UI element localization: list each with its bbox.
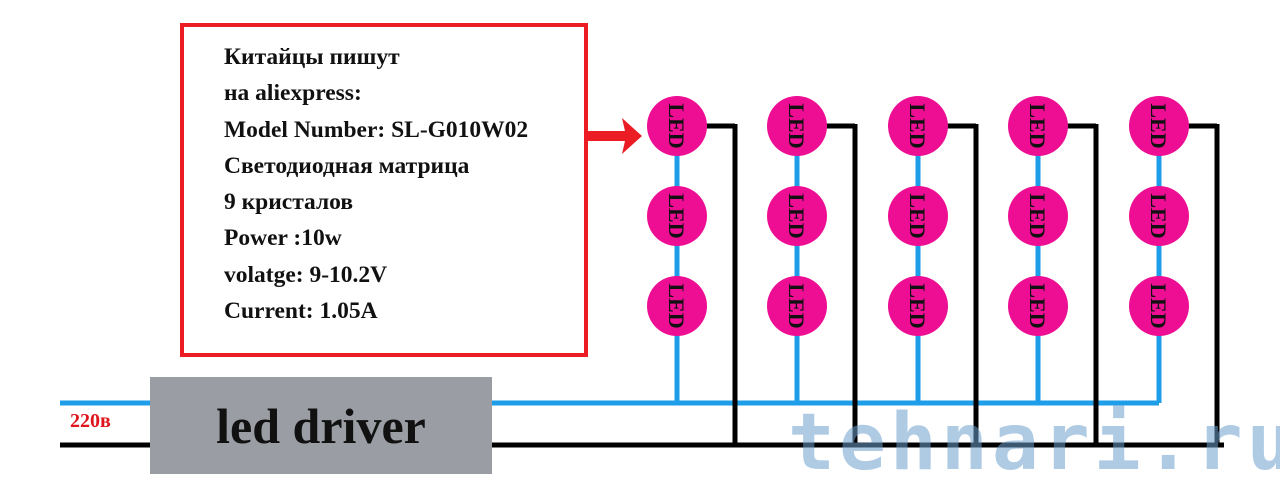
led: LED (1129, 186, 1189, 246)
led: LED (1008, 276, 1068, 336)
led-circle (1008, 276, 1068, 336)
led: LED (647, 96, 707, 156)
led-circle (888, 276, 948, 336)
spec-line: Светодиодная матрица (224, 152, 470, 179)
led: LED (767, 96, 827, 156)
led-circle (1129, 186, 1189, 246)
led-circle (647, 276, 707, 336)
led-label: LED (664, 103, 689, 148)
spec-line: на aliexpress: (224, 80, 362, 107)
led-label: LED (664, 193, 689, 238)
led: LED (1129, 96, 1189, 156)
led-label: LED (905, 103, 930, 148)
led-circle (647, 186, 707, 246)
led-circle (1008, 96, 1068, 156)
spec-line: Китайцы пишут (224, 44, 400, 70)
led-circle (767, 276, 827, 336)
spec-line: Current: 1.05A (224, 298, 378, 325)
spec-line: Power :10w (224, 225, 342, 252)
led-label: LED (905, 283, 930, 328)
led-label: LED (905, 193, 930, 238)
spec-line: volatge: 9-10.2V (224, 261, 388, 288)
led-driver-box: led driver (150, 377, 492, 474)
led-circle (647, 96, 707, 156)
led-circle (888, 186, 948, 246)
led-label: LED (1146, 283, 1171, 328)
led-label: LED (1025, 283, 1050, 328)
led-label: LED (1146, 193, 1171, 238)
led: LED (767, 186, 827, 246)
led: LED (888, 96, 948, 156)
spec-line: 9 кристалов (224, 189, 354, 216)
led-driver-label: led driver (216, 397, 426, 454)
led-label: LED (664, 283, 689, 328)
watermark: tehnari.ru (788, 398, 1280, 488)
led-circle (1008, 186, 1068, 246)
led-label: LED (1025, 103, 1050, 148)
led: LED (1008, 186, 1068, 246)
led: LED (888, 276, 948, 336)
led: LED (1129, 276, 1189, 336)
led-label: LED (1025, 193, 1050, 238)
led-circle (888, 96, 948, 156)
led: LED (647, 276, 707, 336)
arrow-icon (587, 118, 642, 154)
led-circle (1129, 276, 1189, 336)
led: LED (888, 186, 948, 246)
led-label: LED (784, 193, 809, 238)
spec-line: Model Number: SL-G010W02 (224, 116, 529, 143)
led: LED (647, 186, 707, 246)
led-label: LED (784, 103, 809, 148)
input-voltage-label: 220в (70, 410, 111, 432)
led: LED (1008, 96, 1068, 156)
led-label: LED (784, 283, 809, 328)
spec-box: Китайцы пишут на aliexpress: Model Number:… (180, 23, 588, 357)
led-circle (767, 186, 827, 246)
led-circle (767, 96, 827, 156)
led: LED (767, 276, 827, 336)
led-circle (1129, 96, 1189, 156)
led-label: LED (1146, 103, 1171, 148)
